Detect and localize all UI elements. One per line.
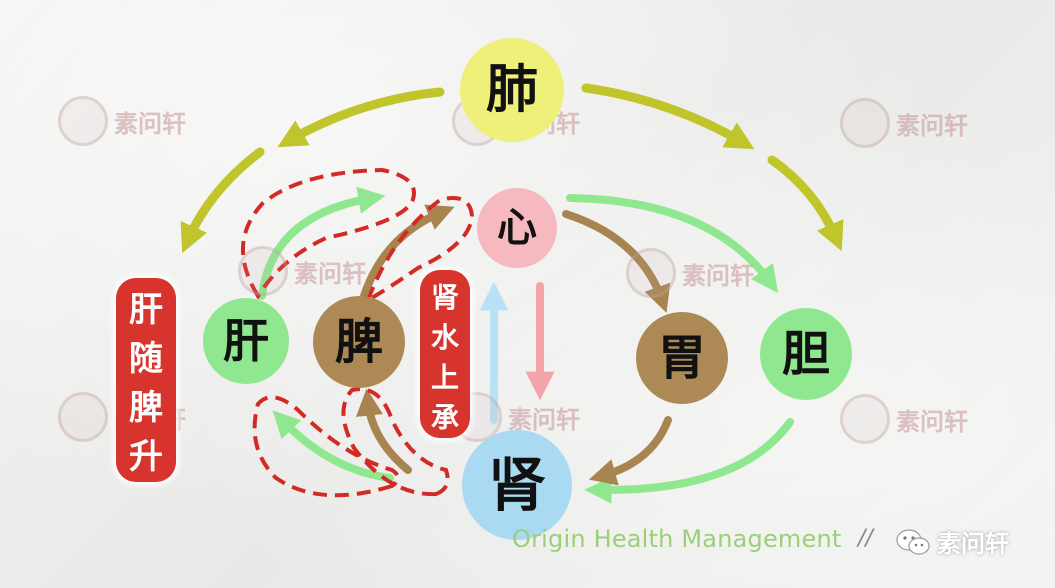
node-stomach-label: 胃: [657, 330, 706, 386]
watermark-seal-icon: [58, 96, 108, 146]
arrow-spleen-up-to-heart: [360, 204, 455, 300]
arrow-lung-to-left-upper: [277, 87, 445, 148]
dashed-outline-liver-ascent: [240, 167, 416, 300]
node-lung-label: 肺: [485, 60, 538, 120]
node-spleen-label: 脾: [334, 314, 383, 370]
arrow-lung-to-left-lower: [180, 147, 265, 254]
arrow-lower-to-liver: [272, 410, 394, 482]
label-char: 肾: [430, 281, 459, 314]
label-char: 水: [430, 321, 459, 354]
arrow-stomach-to-kidney: [588, 416, 672, 486]
label-char: 随: [129, 339, 163, 379]
footer-brand: 素问轩: [937, 530, 1009, 558]
node-liver: 肝: [203, 298, 289, 384]
label-liver-follows-spleen: 肝 随 脾 升: [116, 278, 176, 482]
watermark-seal-icon: [840, 394, 890, 444]
arrow-lower-to-spleen: [355, 388, 412, 474]
node-heart: 心: [477, 188, 557, 268]
node-gallbladder-label: 胆: [781, 326, 830, 382]
watermark-seal-icon: [626, 248, 676, 298]
watermark: 素问轩: [840, 98, 968, 148]
arrow-heart-to-gallbladder: [566, 194, 779, 293]
footer-brand-block: 素问轩: [895, 524, 1009, 559]
node-gallbladder: 胆: [760, 308, 852, 400]
label-char: 升: [129, 437, 163, 477]
dashed-outline-liver-lower: [252, 395, 400, 498]
node-stomach: 胃: [636, 312, 728, 404]
label-char: 上: [430, 361, 459, 394]
node-spleen: 脾: [313, 296, 405, 388]
arrow-gallbladder-to-kidney: [584, 418, 794, 504]
watermark-seal-icon: [238, 246, 288, 296]
watermark: 素问轩: [238, 246, 366, 296]
watermark-seal-icon: [840, 98, 890, 148]
node-lung: 肺: [460, 38, 564, 142]
watermark: 素问轩: [626, 248, 754, 298]
footer-separator: //: [858, 526, 873, 551]
label-char: 脾: [129, 388, 163, 428]
node-liver-label: 肝: [223, 314, 269, 368]
dashed-outline-spleen-ascent: [364, 196, 475, 305]
footer-tagline: Origin Health Management: [512, 525, 842, 553]
watermark: 素问轩: [840, 394, 968, 444]
node-kidney: 肾: [462, 430, 572, 540]
label-char: 肝: [129, 290, 163, 330]
node-kidney-label: 肾: [487, 451, 546, 519]
node-heart-label: 心: [497, 205, 537, 251]
arrow-lung-to-right-upper: [581, 83, 755, 150]
wechat-icon: [896, 528, 930, 555]
label-kidney-water-rises: 肾 水 上 承: [420, 270, 470, 438]
watermark-seal-icon: [58, 392, 108, 442]
label-char: 承: [430, 401, 459, 434]
watermark: 素问轩: [58, 96, 186, 146]
dashed-outline-spleen-lower: [341, 387, 450, 497]
arrow-lung-to-right-lower: [767, 155, 844, 252]
